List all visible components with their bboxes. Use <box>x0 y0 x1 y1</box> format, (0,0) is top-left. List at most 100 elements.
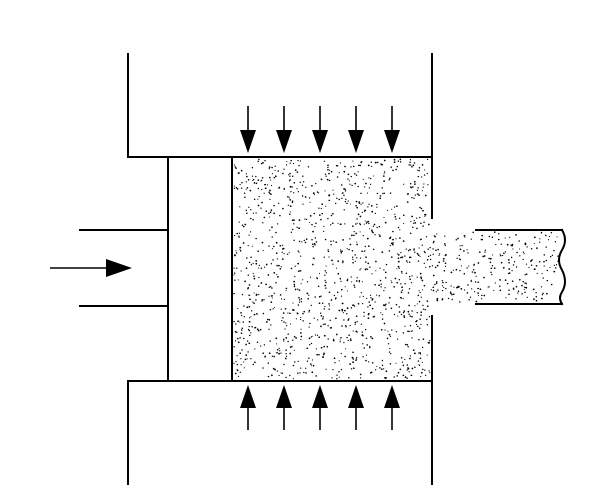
powder-dot <box>404 376 407 378</box>
powder-dot <box>299 255 302 257</box>
powder-dot <box>297 159 299 162</box>
powder-dot <box>279 267 282 270</box>
powder-dot <box>412 349 415 351</box>
powder-dot <box>491 273 493 276</box>
powder-dot <box>477 262 480 264</box>
powder-dot <box>508 268 511 270</box>
powder-dot <box>393 161 396 163</box>
powder-dot <box>276 264 278 267</box>
powder-dot <box>515 298 517 300</box>
powder-dot <box>295 318 297 320</box>
powder-dot <box>371 165 373 167</box>
powder-dot <box>397 226 400 229</box>
powder-dot <box>233 346 235 348</box>
powder-dot <box>321 317 324 320</box>
powder-dot <box>403 223 405 225</box>
powder-dot <box>253 313 256 316</box>
powder-dot <box>266 318 269 321</box>
powder-dot <box>555 264 558 266</box>
powder-dot <box>450 285 452 287</box>
powder-dot <box>499 279 501 281</box>
powder-dot <box>332 222 334 224</box>
powder-dot <box>241 314 243 317</box>
powder-dot <box>283 168 285 170</box>
powder-dot <box>418 352 420 354</box>
powder-dot <box>240 358 242 360</box>
powder-dot <box>402 298 404 300</box>
powder-dot <box>315 182 317 185</box>
powder-dot <box>367 245 370 247</box>
powder-dot <box>235 250 237 252</box>
powder-dot <box>451 298 453 301</box>
powder-dot <box>287 195 289 198</box>
powder-dot <box>341 197 343 200</box>
powder-dot <box>247 351 249 353</box>
powder-dot <box>432 248 434 250</box>
powder-dot <box>320 315 323 317</box>
powder-dot <box>301 241 303 243</box>
powder-dot <box>418 327 421 329</box>
powder-dot <box>406 201 409 203</box>
powder-dot <box>460 265 462 267</box>
powder-dot <box>371 362 374 364</box>
powder-dot <box>269 176 271 179</box>
powder-dot <box>477 281 479 283</box>
powder-dot <box>407 292 410 294</box>
powder-dot <box>323 353 325 356</box>
powder-dot <box>283 340 285 342</box>
powder-dot <box>248 305 251 308</box>
powder-dot <box>324 323 326 326</box>
powder-dot <box>296 188 298 190</box>
powder-dot <box>535 264 538 267</box>
powder-dot <box>371 210 374 213</box>
powder-dot <box>321 302 324 304</box>
powder-dot <box>416 303 418 305</box>
powder-dot <box>471 271 474 273</box>
powder-dot <box>506 282 509 285</box>
powder-dot <box>524 274 526 276</box>
powder-dot <box>268 245 270 247</box>
powder-dot <box>350 281 352 283</box>
powder-dot <box>406 343 409 346</box>
powder-dot <box>330 240 332 242</box>
powder-dot <box>287 312 289 314</box>
powder-dot <box>289 162 291 164</box>
powder-dot <box>365 222 368 224</box>
powder-dot <box>376 366 378 368</box>
powder-dot <box>383 171 386 173</box>
powder-dot <box>254 361 256 364</box>
powder-dot <box>293 361 296 363</box>
powder-dot <box>238 221 240 223</box>
powder-dot <box>236 363 239 366</box>
powder-dot <box>404 255 406 257</box>
powder-dot <box>474 281 477 283</box>
powder-dot <box>369 294 372 296</box>
powder-dot <box>297 250 299 252</box>
powder-dot <box>287 204 289 206</box>
powder-dot <box>340 252 343 254</box>
powder-dot <box>414 251 416 253</box>
powder-dot <box>240 332 243 335</box>
powder-dot <box>395 303 398 306</box>
ram-head <box>167 156 233 382</box>
powder-dot <box>410 256 412 258</box>
powder-dot <box>421 190 423 192</box>
powder-dot <box>310 342 313 345</box>
powder-dot <box>328 179 331 182</box>
powder-dot <box>318 272 321 274</box>
powder-dot <box>352 367 355 370</box>
powder-dot <box>356 257 358 259</box>
powder-dot <box>432 289 435 292</box>
powder-dot <box>246 306 249 309</box>
powder-dot <box>238 232 241 234</box>
powder-dot <box>397 371 400 374</box>
powder-dot <box>361 334 364 336</box>
powder-dot <box>379 235 381 238</box>
powder-dot <box>480 238 483 241</box>
powder-dot <box>467 284 469 286</box>
powder-dot <box>297 288 299 290</box>
powder-dot <box>376 294 378 296</box>
powder-dot <box>326 178 329 181</box>
powder-dot <box>243 367 245 369</box>
powder-dot <box>362 234 364 237</box>
